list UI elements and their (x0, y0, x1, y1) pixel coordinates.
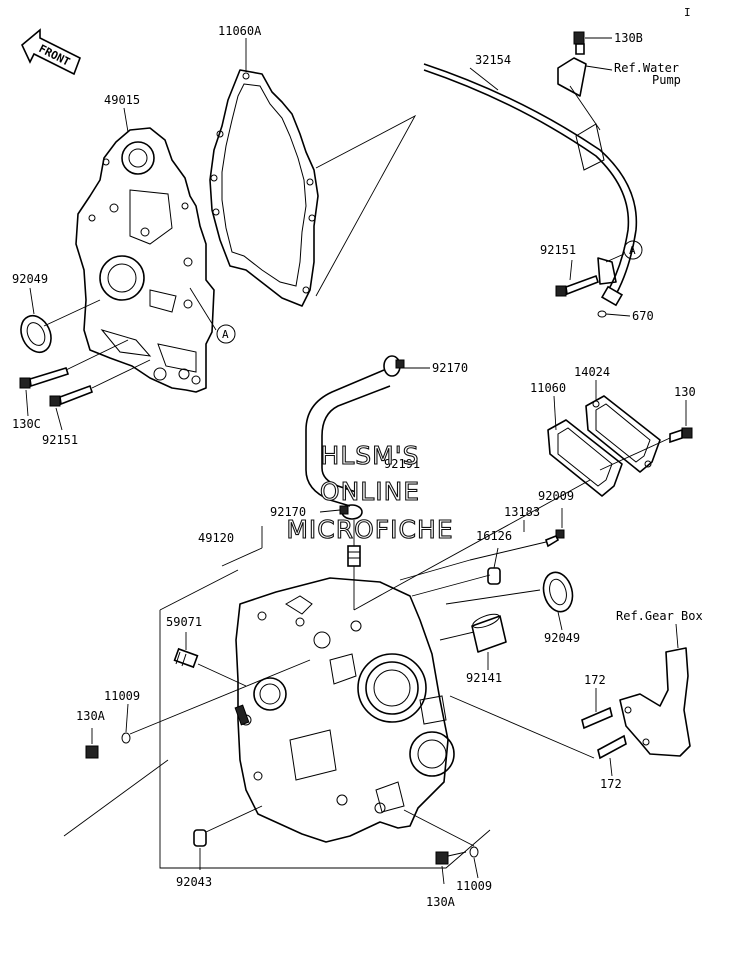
front-arrow-icon: FRONT (21, 28, 82, 76)
label-92049-right: 92049 (544, 631, 580, 645)
label-92049-left: 92049 (12, 272, 48, 286)
washer-11009-bottom (469, 846, 479, 858)
label-130A-bottom: 130A (426, 895, 456, 909)
label-11009-bottom: 11009 (456, 879, 492, 893)
label-ref-gear-box: Ref.Gear Box (616, 609, 703, 623)
label-92009: 92009 (538, 489, 574, 503)
label-130B: 130B (614, 31, 643, 45)
label-172-upper: 172 (584, 673, 606, 687)
watermark-line-2: ONLINE (320, 477, 420, 506)
label-92170-bottom: 92170 (270, 505, 306, 519)
label-11060A: 11060A (218, 24, 262, 38)
watermark-line-1: HLSM'S (321, 441, 420, 470)
label-ref-pump: Pump (652, 73, 681, 87)
crankcase-49120 (234, 577, 455, 843)
label-670: 670 (632, 309, 654, 323)
label-172-lower: 172 (600, 777, 622, 791)
gasket-11060A (209, 69, 319, 307)
clamp-92170-top (383, 355, 405, 377)
dowel-92043 (193, 829, 207, 847)
hose-92191 (305, 369, 391, 507)
stud-172-upper (581, 706, 613, 730)
stud-172-lower (597, 734, 627, 760)
label-ref-water: Ref.Water (614, 61, 679, 75)
bolt-130 (669, 427, 693, 444)
label-130C: 130C (12, 417, 41, 431)
label-49120: 49120 (198, 531, 234, 545)
label-16126: 16126 (476, 529, 512, 543)
callout-a-cover (216, 324, 236, 344)
gasket-11060 (547, 419, 623, 497)
bolt-92151-right (555, 274, 600, 297)
label-13183: 13183 (504, 505, 540, 519)
washer-11009-left (121, 732, 131, 744)
front-cover-49015 (75, 127, 215, 393)
label-49015: 49015 (104, 93, 140, 107)
label-92151-right: 92151 (540, 243, 576, 257)
hose-fitting (347, 545, 361, 567)
label-92191: 92191 (384, 457, 420, 471)
label-130A-left: 130A (76, 709, 106, 723)
label-11009-left: 11009 (104, 689, 140, 703)
dowel-16126 (487, 567, 501, 585)
plate-14024 (585, 395, 661, 473)
label-callout-a-pipe: A (629, 244, 636, 257)
label-92141: 92141 (466, 671, 502, 685)
oil-pipe-32154 (423, 63, 638, 307)
label-92151-left: 92151 (42, 433, 78, 447)
plug-59071 (173, 647, 199, 669)
washer-670 (597, 310, 607, 318)
bolt-130A-left (85, 745, 99, 759)
bushing-92141 (471, 613, 507, 653)
bolt-130B (557, 31, 587, 97)
label-59071: 59071 (166, 615, 202, 629)
oil-seal-92049-right (542, 571, 574, 613)
label-14024: 14024 (574, 365, 610, 379)
corner-mark: I (684, 6, 691, 19)
label-callout-a-cover: A (222, 328, 229, 341)
label-130: 130 (674, 385, 696, 399)
oil-seal-92049-left (20, 314, 52, 354)
bolt-92151-left (49, 384, 94, 407)
bolt-130C (19, 367, 70, 389)
perspective-line-upper (315, 114, 417, 297)
label-32154: 32154 (475, 53, 511, 67)
bolt-130A-bottom (435, 851, 449, 865)
pin-92009 (545, 529, 565, 548)
label-92170-top: 92170 (432, 361, 468, 375)
watermark-line-3: MICROFICHE (286, 515, 453, 544)
label-92043: 92043 (176, 875, 212, 889)
label-11060: 11060 (530, 381, 566, 395)
crankcase-box (159, 610, 491, 869)
callout-a-pipe (623, 240, 643, 260)
gear-box-bracket (619, 647, 691, 757)
